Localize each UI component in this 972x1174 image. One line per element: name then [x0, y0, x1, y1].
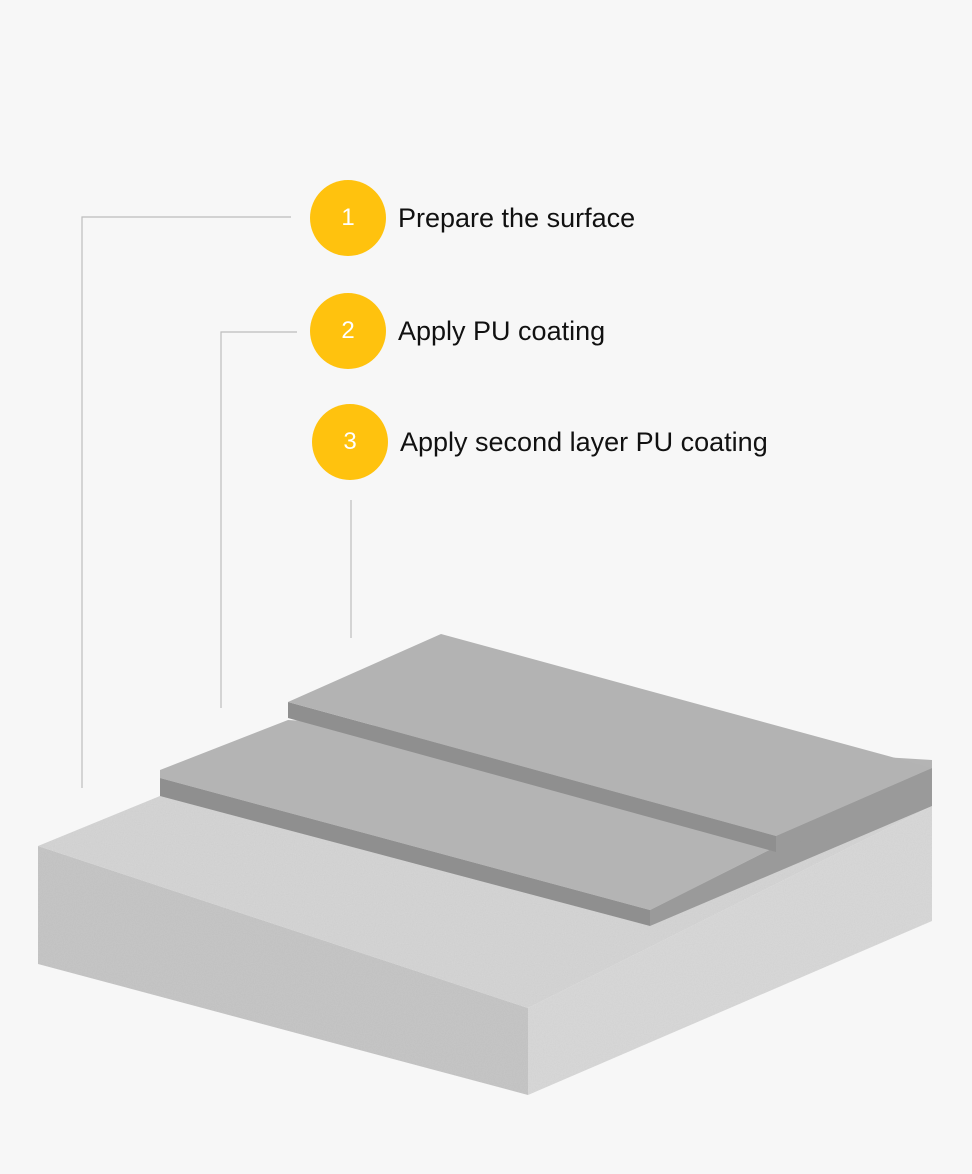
leader-line-2	[220, 331, 297, 708]
step-2-badge: 2	[310, 293, 386, 369]
coating-2-side-edge	[776, 768, 932, 852]
step-3-badge: 3	[312, 404, 388, 480]
step-1-badge: 1	[310, 180, 386, 256]
leader-line-1	[81, 216, 291, 788]
step-3-label: Apply second layer PU coating	[400, 426, 768, 457]
coating-2-front-edge	[288, 702, 776, 852]
step-1: 1 Prepare the surface	[310, 180, 635, 256]
coating-1-front-edge	[160, 778, 650, 926]
concrete-front-face	[38, 846, 528, 1095]
pu-coating-layer-2	[288, 634, 932, 852]
coating-2-top	[288, 634, 932, 836]
concrete-side-face	[528, 806, 932, 1095]
step-2-label: Apply PU coating	[398, 315, 606, 346]
step-1-label: Prepare the surface	[398, 202, 636, 233]
step-3: 3 Apply second layer PU coating	[312, 404, 768, 480]
step-2: 2 Apply PU coating	[310, 293, 605, 369]
